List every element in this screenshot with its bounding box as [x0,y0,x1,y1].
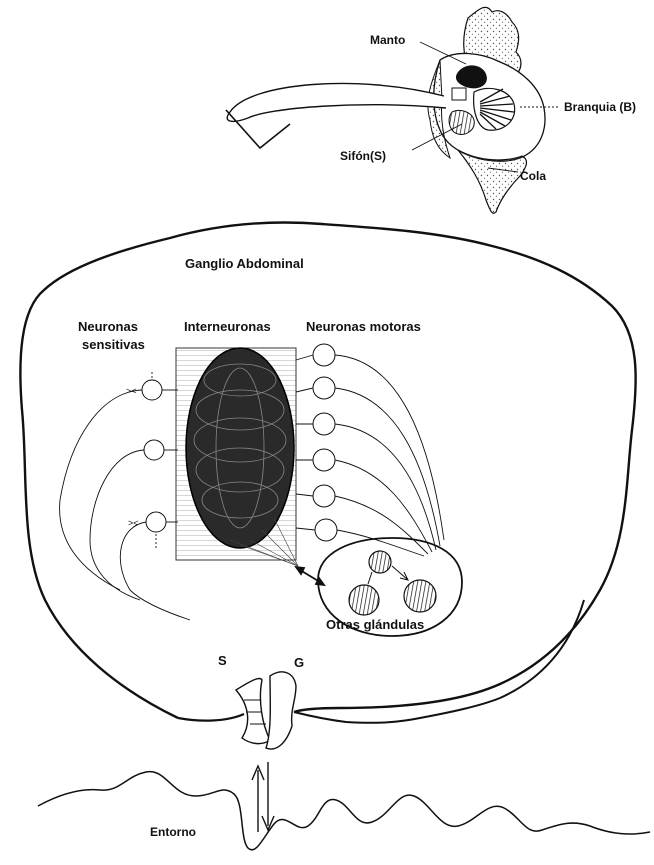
ganglion-neck [178,714,244,721]
motor-neuron [315,519,337,541]
label-entorno: Entorno [150,825,196,839]
motor-neuron [313,413,335,435]
sensory-axons: >< >< [60,372,190,620]
label-sensory-2: sensitivas [82,337,145,352]
gland [369,551,391,573]
glands: Otras glándulas [318,538,462,636]
label-sensory-1: Neuronas [78,319,138,334]
label-glands: Otras glándulas [326,617,424,632]
motor-neuron [313,344,335,366]
label-branquia: Branquia (B) [564,100,636,114]
gland [404,580,436,612]
gill-effector [266,672,296,749]
mantle-detail [452,88,466,100]
motor-neurons [313,344,337,541]
gill [474,88,515,130]
label-sifon: Sifón(S) [340,149,386,163]
label-motor-neurons: Neuronas motoras [306,319,421,334]
motor-neuron [313,449,335,471]
interneuron-network [176,348,298,566]
motor-neuron [313,377,335,399]
svg-text:><: >< [128,518,139,528]
environment-wave [38,772,650,850]
animal-tail [458,150,526,213]
sensory-neuron [142,380,162,400]
svg-text:><: >< [126,386,137,396]
sensory-neuron [146,512,166,532]
label-g: G [294,655,304,670]
environment-arrows [252,762,274,832]
curved-arrow [226,83,446,148]
sensory-neurons [142,380,166,532]
siphon-effector [236,678,270,743]
siphon [449,110,474,134]
gland [349,585,379,615]
label-manto: Manto [370,33,405,47]
motor-neuron [313,485,335,507]
sensory-neuron [144,440,164,460]
label-interneurons: Interneuronas [184,319,271,334]
label-s: S [218,653,227,668]
label-cola: Cola [520,169,546,183]
ganglion-title: Ganglio Abdominal [185,256,304,271]
